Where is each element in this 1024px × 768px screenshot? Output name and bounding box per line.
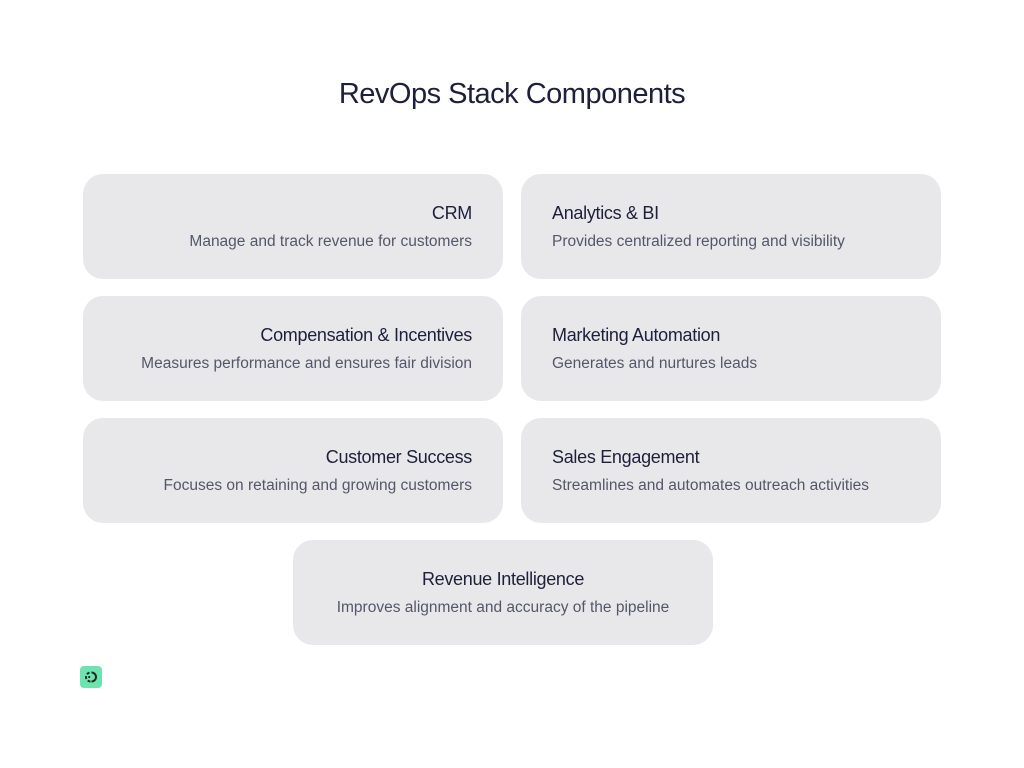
card-title: Sales Engagement bbox=[552, 447, 700, 467]
card-description: Streamlines and automates outreach activ… bbox=[552, 477, 870, 494]
card-description: Focuses on retaining and growing custome… bbox=[163, 477, 472, 494]
card-title: Analytics & BI bbox=[552, 203, 659, 223]
component-card-customer-success: Customer Success Focuses on retaining an… bbox=[83, 418, 503, 523]
card-title: Compensation & Incentives bbox=[260, 325, 472, 345]
card-title: Revenue Intelligence bbox=[421, 569, 585, 589]
card-description: Generates and nurtures leads bbox=[552, 355, 758, 372]
component-card-revenue-intelligence: Revenue Intelligence Improves alignment … bbox=[293, 540, 713, 645]
component-card-compensation-incentives: Compensation & Incentives Measures perfo… bbox=[83, 296, 503, 401]
brand-logo-icon bbox=[80, 666, 102, 688]
component-card-sales-engagement: Sales Engagement Streamlines and automat… bbox=[521, 418, 941, 523]
brand-logo-glyph-icon bbox=[85, 671, 97, 683]
card-description: Improves alignment and accuracy of the p… bbox=[336, 599, 670, 616]
component-card-marketing-automation: Marketing Automation Generates and nurtu… bbox=[521, 296, 941, 401]
card-description: Manage and track revenue for customers bbox=[189, 233, 472, 250]
card-title: Customer Success bbox=[325, 447, 473, 467]
card-title: CRM bbox=[431, 203, 472, 223]
component-card-crm: CRM Manage and track revenue for custome… bbox=[83, 174, 503, 279]
component-card-analytics-bi: Analytics & BI Provides centralized repo… bbox=[521, 174, 941, 279]
card-description: Measures performance and ensures fair di… bbox=[141, 355, 472, 372]
card-title: Marketing Automation bbox=[552, 325, 721, 345]
page-title: RevOps Stack Components bbox=[338, 78, 686, 110]
card-description: Provides centralized reporting and visib… bbox=[552, 233, 845, 250]
